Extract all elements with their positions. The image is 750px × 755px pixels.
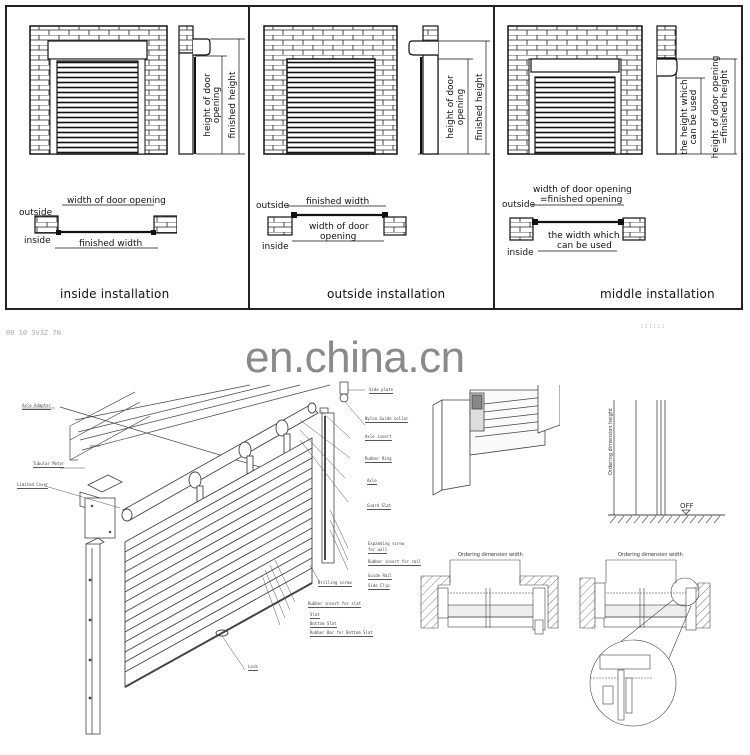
- brick-wall-elevation: [507, 25, 643, 155]
- elevation-label-finished-height: finished height: [475, 73, 485, 141]
- outside-label: outside: [19, 208, 53, 218]
- label-drilling-screw: Drilling screw: [318, 580, 352, 587]
- panel-caption-middle: middle installation: [600, 287, 715, 301]
- elevation-label-opening: opening: [456, 89, 466, 125]
- header-faint-left: 00 10 3V3Z 7N: [6, 329, 61, 337]
- elevation-label-height-which: the height which: [680, 79, 690, 154]
- elevation-label-height-of-door-opening: height of door opening: [711, 56, 721, 159]
- side-section-elevation: height of door opening finished height: [408, 25, 490, 155]
- plan-top-dim-label-2: =finished opening: [540, 195, 622, 205]
- label-rubber-ring: Rubber Ring: [365, 456, 392, 463]
- label-for-wall: for wall: [368, 547, 388, 554]
- label-nylon-guide-collar: Nylon Guide collar: [365, 416, 409, 423]
- brick-wall-elevation: [29, 25, 168, 155]
- label-rubber-insert-for-slat: Rubber insert for slat: [308, 601, 361, 608]
- ordering-width-label-1: Ordering dimension width: [458, 552, 523, 558]
- plan-bottom-dim-label-1: width of door: [309, 222, 369, 232]
- panel-inside-installation: height of door opening finished height w…: [5, 5, 250, 310]
- plan-section-1: Ordering dimension width: [420, 552, 559, 635]
- plan-view: outside finished width width of door ope…: [256, 197, 407, 252]
- plan-bottom-dim-label-2: opening: [320, 232, 356, 242]
- label-axle: Axle: [367, 478, 377, 485]
- installed-door-isometric: [432, 385, 560, 496]
- label-guide-rail: Guide Rail: [368, 573, 393, 580]
- ordering-height-label: Ordering dimension height: [608, 408, 614, 475]
- plan-bottom-dim-label: finished width: [79, 239, 142, 249]
- panel-caption-outside: outside installation: [327, 287, 446, 301]
- label-axle-insert: Axle insert: [365, 434, 392, 441]
- label-axle-adapter: Axle Adapter: [22, 403, 51, 410]
- side-section-elevation: height of door opening finished height: [178, 25, 245, 155]
- plan-bottom-dim-label-1: the width which: [548, 231, 620, 241]
- plan-section-2: Ordering dimension width: [579, 552, 711, 727]
- header-faint-right: ::::::: [640, 322, 666, 330]
- plan-view: width of door opening =finished opening …: [502, 185, 646, 258]
- side-section-height: Ordering dimension height OFF: [608, 400, 725, 524]
- label-tubular-motor: Tubular Motor: [33, 461, 65, 468]
- outside-label: outside: [502, 200, 536, 210]
- elevation-label-finished-height: =finished height: [720, 69, 730, 144]
- label-slat: Slat: [310, 612, 320, 619]
- inside-label: inside: [507, 248, 534, 258]
- label-bottom-slat: Bottom Slat: [310, 621, 337, 628]
- label-expanding-screw: Expanding screw: [368, 541, 405, 546]
- exploded-assembly-drawing: [22, 381, 366, 735]
- elevation-label-finished-height: finished height: [228, 71, 238, 139]
- elevation-label-height-of-door: height of door: [203, 73, 213, 137]
- label-side-clip: Side Clip: [368, 583, 390, 590]
- panel-caption-inside: inside installation: [60, 287, 170, 301]
- label-side-plate: Side plate: [369, 387, 394, 394]
- panel-middle-installation: the height which can be used height of d…: [493, 5, 743, 310]
- plan-top-dim-label-1: width of door opening: [533, 185, 632, 195]
- elevation-label-opening: opening: [212, 87, 222, 123]
- inside-label: inside: [262, 242, 289, 252]
- plan-top-dim-label: width of door opening: [67, 196, 166, 206]
- off-label: OFF: [680, 502, 694, 510]
- label-rubber-insert-for-rail: Rubber insert for rail: [368, 559, 421, 566]
- watermark: en.china.cn: [245, 333, 465, 382]
- outside-label: outside: [256, 201, 290, 211]
- elevation-label-height-of-door: height of door: [446, 75, 456, 139]
- label-rubber-bar-for-bottom-slat: Rubber Bar for Bottom Slat: [310, 630, 373, 637]
- panel-outside-installation: height of door opening finished height o…: [248, 5, 495, 310]
- plan-top-dim-label: finished width: [306, 197, 369, 207]
- side-section-elevation: the height which can be used height of d…: [656, 25, 737, 159]
- inside-label: inside: [24, 236, 51, 246]
- plan-bottom-dim-label-2: can be used: [557, 241, 612, 251]
- elevation-label-can-be-used: can be used: [689, 90, 699, 145]
- brick-wall-elevation: [263, 25, 398, 155]
- label-guard-slat: Guard Slat: [367, 503, 392, 510]
- label-lock: Lock: [248, 664, 258, 671]
- ordering-width-label-2: Ordering dimension width: [618, 552, 683, 558]
- plan-view: width of door opening outside inside fin…: [19, 196, 177, 249]
- label-limited-cover: Limited Cover: [17, 482, 49, 489]
